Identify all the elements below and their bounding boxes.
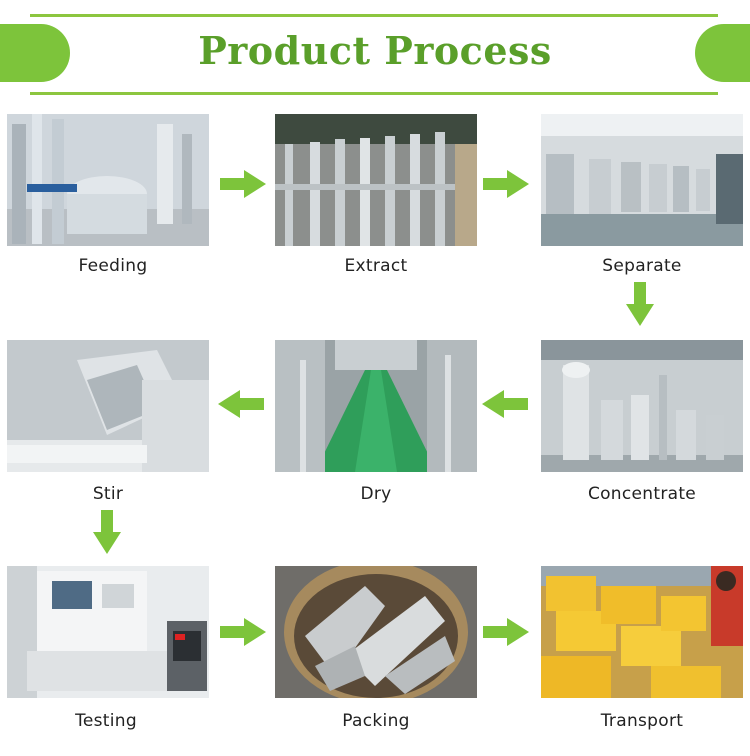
arrow-down-icon	[626, 282, 654, 331]
header-bottom-line	[30, 92, 718, 95]
page-title: Product Process	[198, 28, 552, 73]
concentrate-photo	[541, 340, 743, 472]
header-top-line	[30, 14, 718, 17]
step-label-concentrate: Concentrate	[587, 484, 697, 504]
step-label-stir: Stir	[92, 484, 124, 504]
header-left-pill	[0, 24, 70, 82]
extract-photo	[275, 114, 477, 246]
step-label-transport: Transport	[600, 711, 684, 731]
packing-photo	[275, 566, 477, 698]
transport-photo	[541, 566, 743, 698]
arrow-left-icon	[218, 390, 264, 423]
stir-photo	[7, 340, 209, 472]
arrow-right-icon	[220, 170, 266, 203]
step-label-testing: Testing	[75, 711, 137, 731]
header-right-pill	[695, 24, 750, 82]
step-label-extract: Extract	[344, 256, 408, 276]
testing-photo	[7, 566, 209, 698]
dry-photo	[275, 340, 477, 472]
feeding-photo	[7, 114, 209, 246]
arrow-left-icon	[482, 390, 528, 423]
step-label-packing: Packing	[342, 711, 410, 731]
step-label-separate: Separate	[602, 256, 682, 276]
arrow-right-icon	[483, 618, 529, 651]
arrow-down-icon	[93, 510, 121, 559]
step-label-feeding: Feeding	[78, 256, 148, 276]
arrow-right-icon	[220, 618, 266, 651]
arrow-right-icon	[483, 170, 529, 203]
step-label-dry: Dry	[360, 484, 392, 504]
separate-photo	[541, 114, 743, 246]
